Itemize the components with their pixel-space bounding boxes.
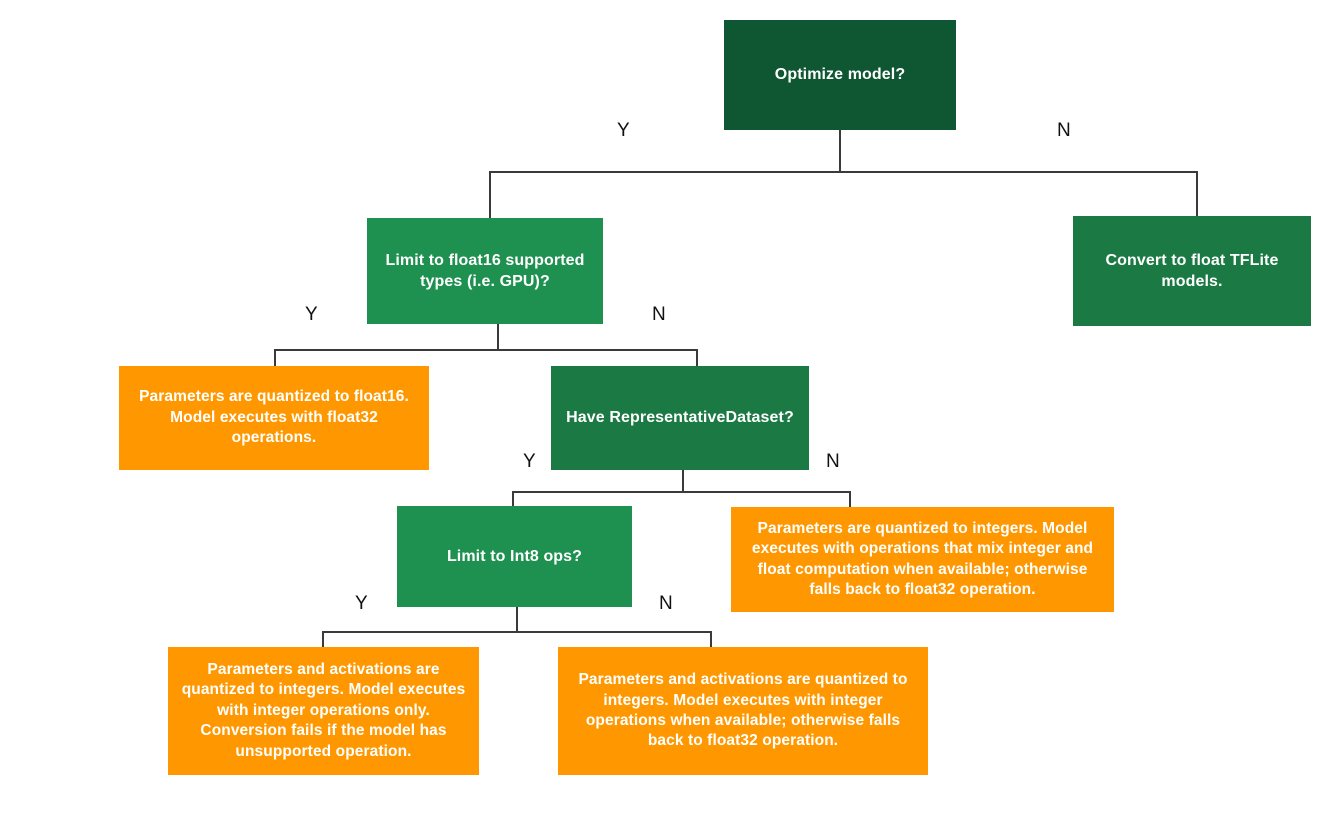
node-optimize-model[interactable]: Optimize model?: [724, 20, 956, 130]
node-int8-only-result-label: Parameters and activations are quantized…: [181, 660, 466, 760]
edge-dataset-to-mixed: [849, 491, 851, 507]
edge-root-stem: [839, 130, 841, 172]
node-int8-only-result[interactable]: Parameters and activations are quantized…: [168, 647, 479, 775]
edge-dataset-to-int8: [512, 491, 514, 506]
node-mixed-int-result[interactable]: Parameters are quantized to integers. Mo…: [731, 507, 1114, 612]
branch-label-dataset-yes: Y: [523, 451, 536, 472]
edge-int8-split: [322, 631, 712, 633]
node-float16-result-label: Parameters are quantized to float16. Mod…: [139, 388, 409, 447]
branch-label-float16-yes: Y: [305, 304, 318, 325]
node-int8-fallback-result-label: Parameters and activations are quantized…: [578, 671, 908, 750]
branch-label-dataset-no: N: [826, 451, 840, 472]
edge-root-to-convert: [1196, 171, 1198, 218]
node-float16-result[interactable]: Parameters are quantized to float16. Mod…: [119, 366, 429, 470]
edge-float16-split: [274, 349, 698, 351]
node-limit-float16-label: Limit to float16 supported types (i.e. G…: [385, 251, 585, 290]
edge-float16-to-result: [274, 349, 276, 367]
branch-label-int8-yes: Y: [355, 593, 368, 614]
edge-int8-to-only: [322, 631, 324, 647]
branch-label-optimize-no: N: [1057, 120, 1071, 141]
edge-root-split: [489, 171, 1198, 173]
edge-dataset-split: [512, 491, 851, 493]
edge-root-to-float16: [489, 171, 491, 218]
node-have-representative-dataset[interactable]: Have RepresentativeDataset?: [551, 366, 809, 470]
node-mixed-int-result-label: Parameters are quantized to integers. Mo…: [751, 519, 1094, 598]
node-convert-float-tflite-label: Convert to float TFLite models.: [1105, 251, 1279, 290]
branch-label-optimize-yes: Y: [617, 120, 630, 141]
node-limit-float16[interactable]: Limit to float16 supported types (i.e. G…: [367, 218, 603, 324]
node-optimize-model-label: Optimize model?: [774, 66, 906, 84]
node-have-representative-dataset-label: Have RepresentativeDataset?: [566, 409, 794, 427]
edge-dataset-stem: [682, 470, 684, 492]
node-int8-fallback-result[interactable]: Parameters and activations are quantized…: [558, 647, 928, 775]
edge-float16-stem: [497, 324, 499, 350]
node-limit-int8-label: Limit to Int8 ops?: [446, 547, 583, 565]
node-convert-float-tflite[interactable]: Convert to float TFLite models.: [1073, 216, 1311, 326]
node-limit-int8[interactable]: Limit to Int8 ops?: [397, 506, 632, 607]
edge-int8-to-fallback: [710, 631, 712, 647]
branch-label-int8-no: N: [659, 593, 673, 614]
branch-label-float16-no: N: [652, 304, 666, 325]
edge-float16-to-dataset: [696, 349, 698, 366]
edge-int8-stem: [516, 607, 518, 632]
